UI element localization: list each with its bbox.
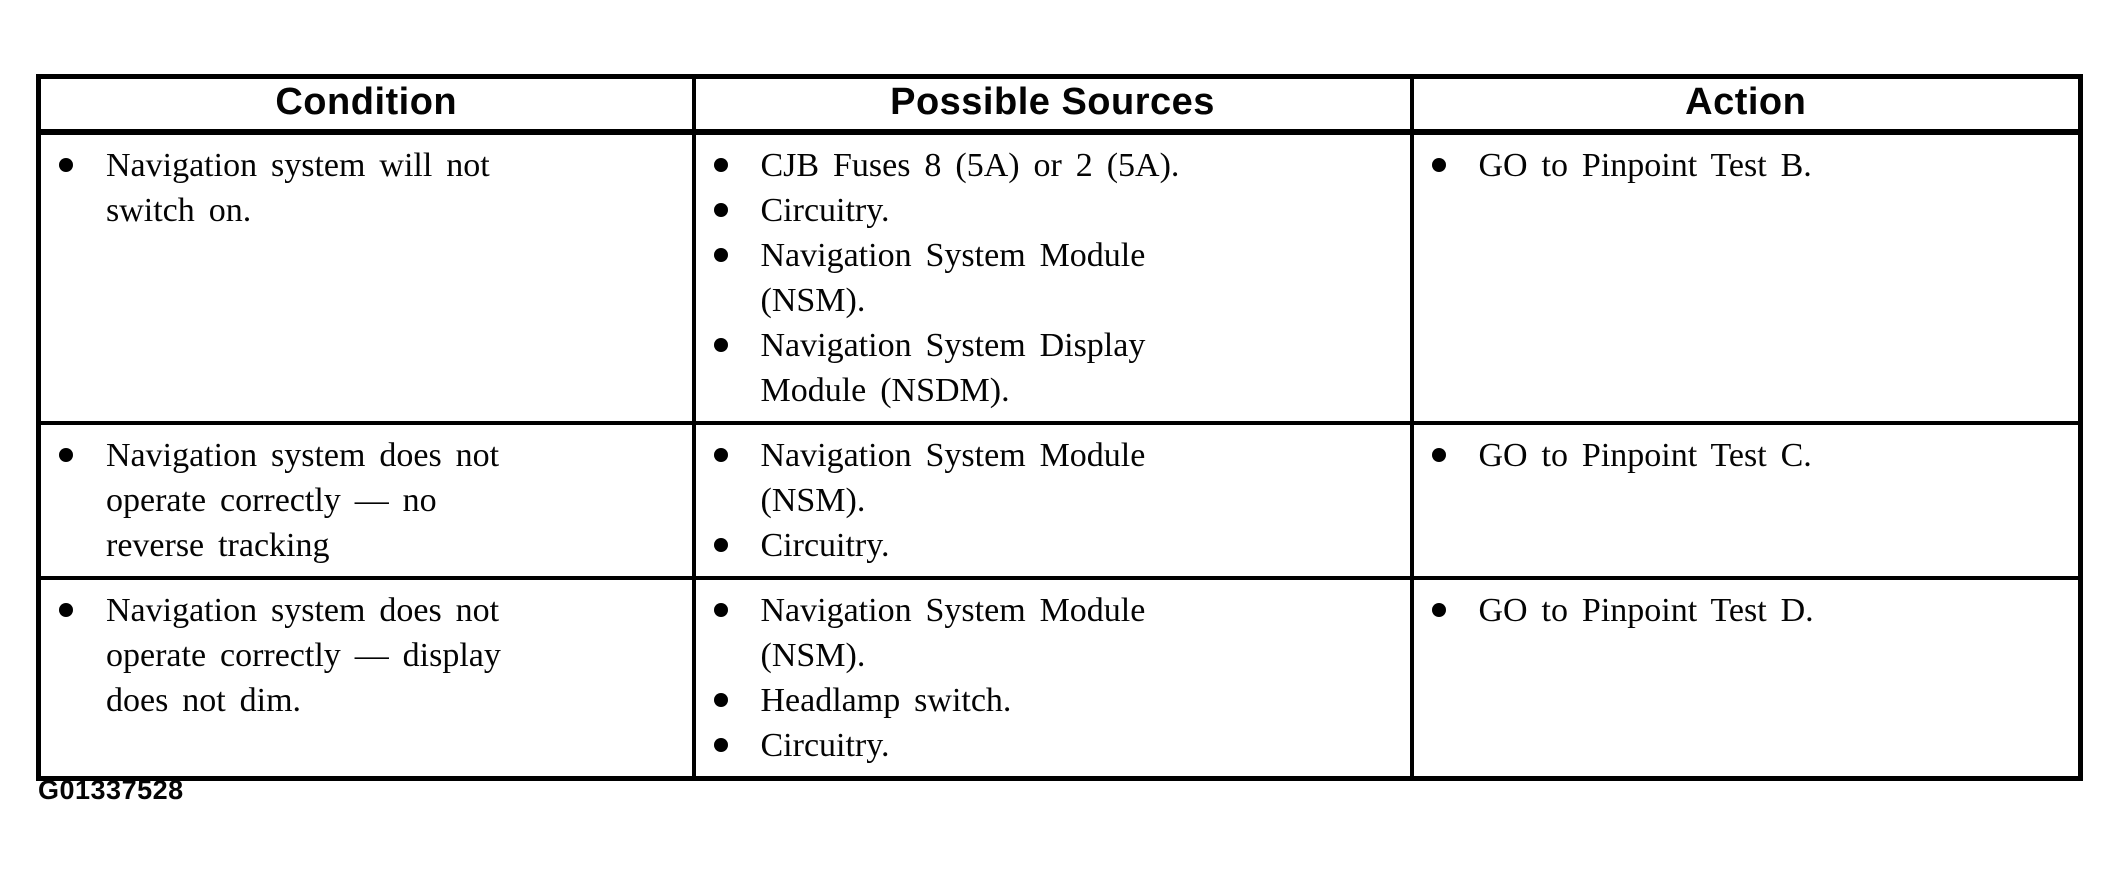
table-row: Navigation system will not switch on. CJ… (36, 129, 2083, 425)
bullet-item: Navigation System Module (NSM). (713, 233, 1398, 323)
bullet-item: Navigation System Module (NSM). (713, 588, 1398, 678)
bullet-icon (713, 447, 728, 462)
table-row: Navigation system does not operate corre… (36, 575, 2083, 780)
bullet-icon (713, 537, 728, 552)
bullet-icon (1431, 447, 1446, 462)
table-row: Navigation system does not operate corre… (36, 420, 2083, 580)
bullet-item: Circuitry. (713, 523, 1398, 568)
bullet-text: Circuitry. (760, 726, 890, 764)
action-cell: GO to Pinpoint Test B. (1409, 129, 2083, 425)
bullet-icon (59, 157, 73, 172)
bullet-item: Headlamp switch. (713, 678, 1398, 723)
bullet-text: Navigation system will not switch on. (106, 146, 490, 229)
bullet-icon (1431, 602, 1446, 617)
action-cell: GO to Pinpoint Test D. (1409, 575, 2083, 780)
bullet-icon (713, 247, 728, 262)
condition-cell: Navigation system does not operate corre… (36, 420, 696, 580)
bullet-text: Navigation System Module (NSM). (760, 591, 1146, 674)
bullet-item: GO to Pinpoint Test C. (1431, 433, 2067, 478)
bullet-text: Navigation system does not operate corre… (106, 591, 501, 719)
column-header-condition: Condition (36, 74, 696, 135)
condition-cell: Navigation system does not operate corre… (36, 575, 696, 780)
bullet-icon (713, 602, 728, 617)
bullet-text: Circuitry. (760, 526, 890, 564)
bullet-icon (59, 447, 73, 462)
possible-sources-cell: Navigation System Module (NSM). Headlamp… (691, 575, 1414, 780)
bullet-item: CJB Fuses 8 (5A) or 2 (5A). (713, 143, 1398, 188)
bullet-text: CJB Fuses 8 (5A) or 2 (5A). (760, 146, 1180, 184)
bullet-text: Navigation System Display Module (NSDM). (760, 326, 1146, 409)
bullet-icon (713, 337, 728, 352)
possible-sources-cell: CJB Fuses 8 (5A) or 2 (5A). Circuitry. N… (691, 129, 1414, 425)
bullet-item: Navigation System Module (NSM). (713, 433, 1398, 523)
bullet-item: Navigation system does not operate corre… (59, 588, 680, 723)
bullet-item: Circuitry. (713, 188, 1398, 233)
bullet-text: Circuitry. (760, 191, 890, 229)
bullet-text: GO to Pinpoint Test D. (1478, 591, 1814, 629)
diagnostic-table: Condition Possible Sources Action Naviga… (36, 74, 2083, 781)
bullet-icon (713, 692, 728, 707)
condition-cell: Navigation system will not switch on. (36, 129, 696, 425)
bullet-text: Navigation System Module (NSM). (760, 436, 1146, 519)
action-cell: GO to Pinpoint Test C. (1409, 420, 2083, 580)
bullet-item: Circuitry. (713, 723, 1398, 768)
table-header-row: Condition Possible Sources Action (36, 74, 2083, 135)
bullet-item: GO to Pinpoint Test B. (1431, 143, 2067, 188)
bullet-icon (713, 737, 728, 752)
figure-id-label: G01337528 (38, 775, 184, 805)
bullet-item: Navigation system does not operate corre… (59, 433, 680, 568)
bullet-text: Navigation System Module (NSM). (760, 236, 1146, 319)
bullet-icon (1431, 157, 1446, 172)
bullet-text: Headlamp switch. (760, 681, 1012, 719)
bullet-item: GO to Pinpoint Test D. (1431, 588, 2067, 633)
column-header-possible-sources: Possible Sources (691, 74, 1414, 135)
bullet-item: Navigation system will not switch on. (59, 143, 680, 233)
possible-sources-cell: Navigation System Module (NSM). Circuitr… (691, 420, 1414, 580)
column-header-action: Action (1409, 74, 2083, 135)
bullet-text: GO to Pinpoint Test C. (1478, 436, 1812, 474)
bullet-icon (713, 202, 728, 217)
bullet-icon (59, 602, 73, 617)
bullet-text: GO to Pinpoint Test B. (1478, 146, 1812, 184)
bullet-icon (713, 157, 728, 172)
bullet-item: Navigation System Display Module (NSDM). (713, 323, 1398, 413)
bullet-text: Navigation system does not operate corre… (106, 436, 500, 564)
